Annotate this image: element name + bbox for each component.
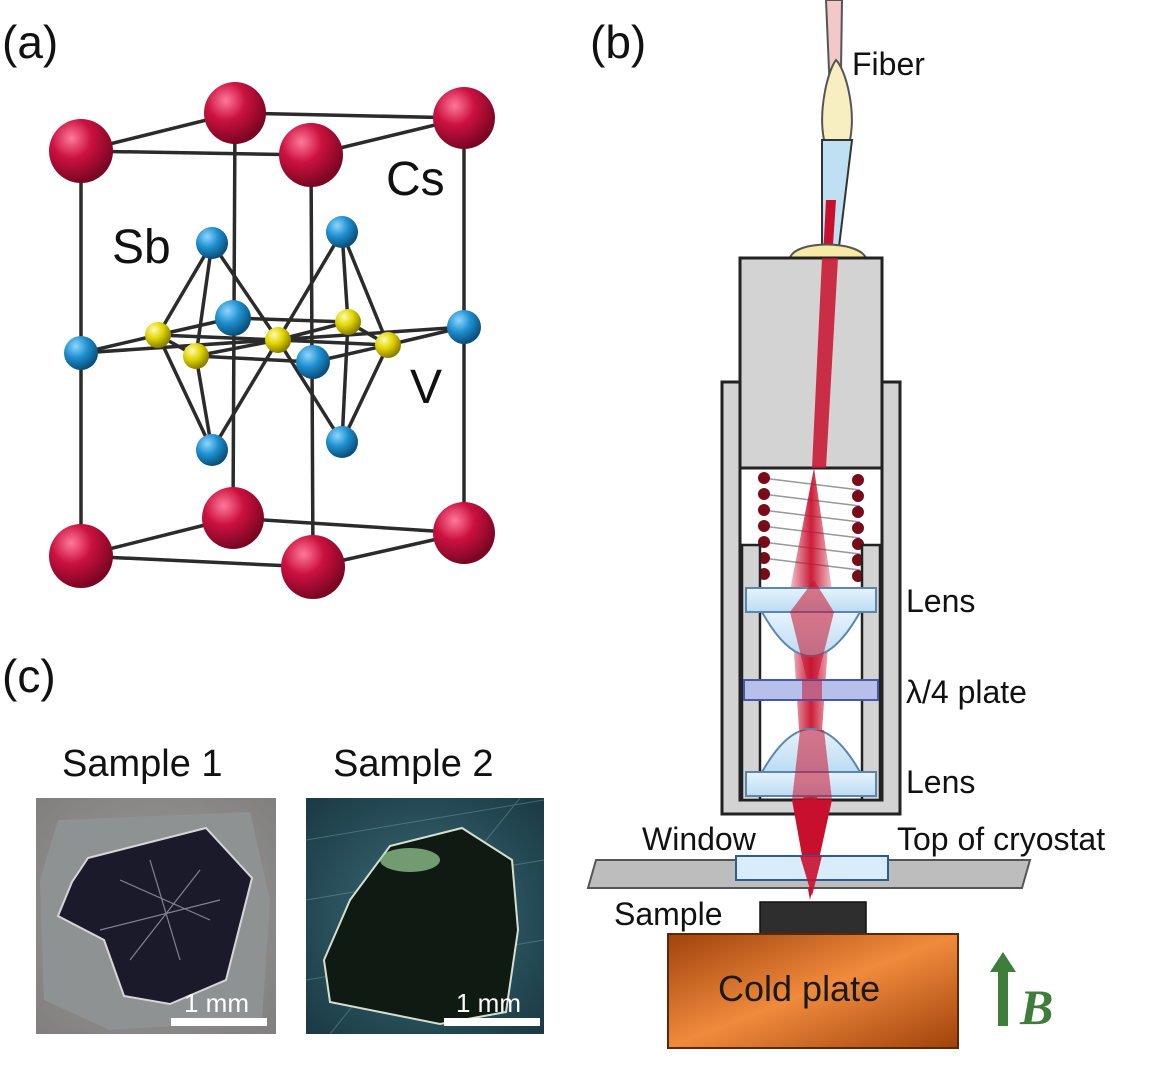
connector-nut (788, 243, 868, 259)
v-atom (335, 309, 361, 335)
cs-atom (49, 119, 113, 183)
cs-atom (433, 87, 495, 149)
sb-atom (196, 227, 228, 259)
sample-1-title: Sample 1 (62, 743, 223, 785)
focused-beam (792, 800, 832, 900)
fiber-boot (821, 58, 853, 141)
label-fiber: Fiber (852, 46, 925, 82)
panel-label-a: (a) (2, 16, 58, 68)
label-lens-bottom: Lens (906, 764, 975, 800)
cs-atom (202, 487, 264, 549)
sb-atom (296, 345, 330, 379)
cold-plate (667, 933, 959, 1049)
sb-atom (64, 336, 98, 370)
crystal-flake (322, 826, 520, 1026)
label-quarter-wave: λ/4 plate (906, 674, 1027, 710)
v-atom (265, 327, 291, 353)
sb-atom (326, 426, 358, 458)
inner-tube-right (860, 543, 882, 802)
label-field: B (1019, 979, 1053, 1035)
sb-atom (215, 300, 251, 336)
sb-atom (326, 216, 358, 248)
v-atom (375, 332, 401, 358)
label-window: Window (642, 821, 757, 857)
cs-atom (433, 502, 495, 564)
cs-atom (204, 82, 266, 144)
sample-block (759, 901, 867, 937)
v-atom (183, 343, 209, 369)
fiber-mount-block (738, 256, 884, 470)
label-cryostat-top: Top of cryostat (897, 821, 1105, 857)
v-atom (145, 322, 171, 348)
sample-2-photo (305, 797, 545, 1035)
cs-atom (49, 524, 113, 588)
scale-bar-2 (444, 1018, 540, 1026)
optical-setup (586, 0, 1032, 1049)
atom-label-cs: Cs (386, 153, 445, 206)
sb-atom (447, 310, 481, 344)
scale-bar-1 (171, 1018, 267, 1026)
label-sample: Sample (614, 896, 723, 932)
sample-1-photo (36, 798, 276, 1034)
label-cold-plate: Cold plate (718, 968, 880, 1009)
panel-label-c: (c) (2, 650, 56, 702)
scale-label-1: 1 mm (184, 988, 249, 1018)
field-arrow-icon (990, 952, 1016, 1026)
label-lens-top: Lens (906, 583, 975, 619)
cs-atom (279, 123, 343, 187)
scale-label-2: 1 mm (456, 988, 521, 1018)
inner-tube-left (740, 543, 762, 802)
atom-label-sb: Sb (112, 221, 171, 274)
cs-atom (281, 535, 345, 599)
atom-label-v: V (410, 361, 442, 414)
panel-label-b: (b) (590, 16, 646, 68)
sample-2-title: Sample 2 (333, 743, 494, 785)
atoms (49, 82, 495, 599)
sb-atom (196, 434, 228, 466)
